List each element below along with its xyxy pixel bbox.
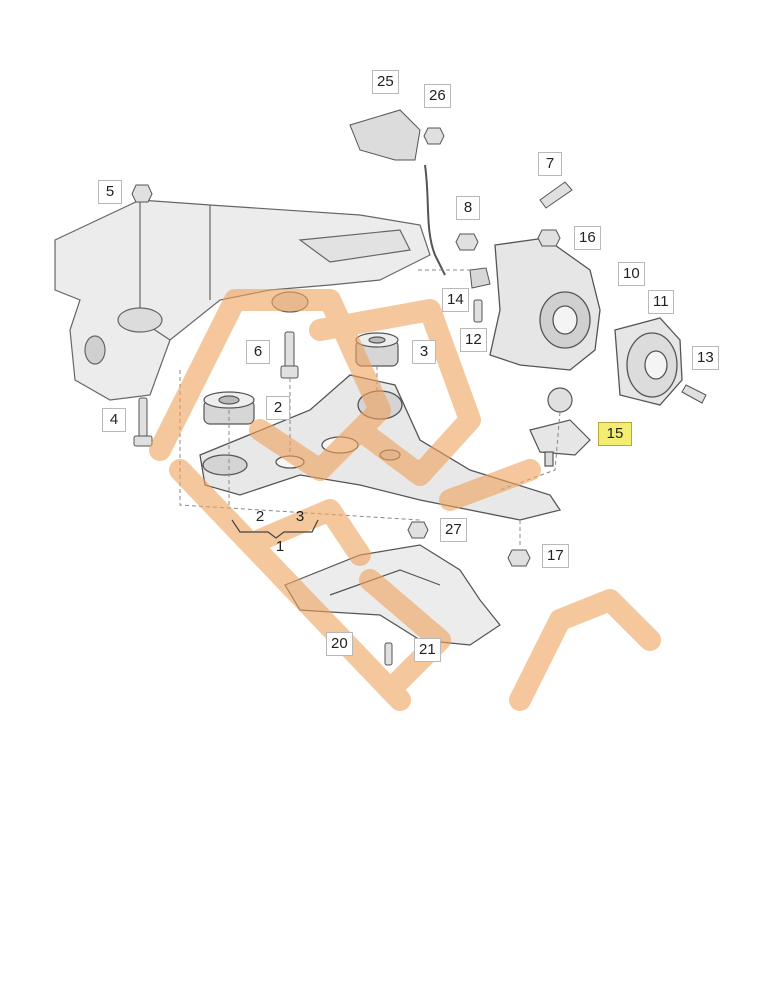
callout-4: 4 <box>102 408 126 432</box>
bushing-part-2 <box>203 391 255 425</box>
callout-12: 12 <box>460 328 487 352</box>
steering-knuckle-part-10 <box>489 237 601 371</box>
nut-part-16 <box>537 229 561 247</box>
watermark-logo <box>149 289 661 711</box>
callout-2: 2 <box>266 396 290 420</box>
wheel-hub-part-11 <box>614 317 683 406</box>
callout-7: 7 <box>538 152 562 176</box>
bushing-part-3 <box>355 332 399 367</box>
callout-16: 16 <box>574 226 601 250</box>
callout-5: 5 <box>98 180 122 204</box>
bolt-part-12 <box>473 299 483 323</box>
callout-14: 14 <box>442 288 469 312</box>
bolt-part-4 <box>133 397 153 447</box>
group-bracket <box>231 519 319 539</box>
nut-part-8 <box>455 233 479 251</box>
callout-3-group: 3 <box>295 508 305 525</box>
callout-3: 3 <box>412 340 436 364</box>
callout-26: 26 <box>424 84 451 108</box>
bolt-part-6 <box>280 331 299 379</box>
callout-6: 6 <box>246 340 270 364</box>
callout-15-highlighted: 15 <box>598 422 632 446</box>
callout-20: 20 <box>326 632 353 656</box>
callout-11: 11 <box>648 290 674 314</box>
callout-2-group: 2 <box>255 508 265 525</box>
nut-part-5 <box>131 184 153 203</box>
bolt-part-7 <box>539 181 573 209</box>
callout-8: 8 <box>456 196 480 220</box>
callout-25: 25 <box>372 70 399 94</box>
sensor-part-25 <box>349 109 446 276</box>
callout-10: 10 <box>618 262 645 286</box>
callout-1-group: 1 <box>275 538 285 555</box>
bolt-part-21 <box>384 642 393 666</box>
nut-part-27 <box>407 521 429 539</box>
callout-27: 27 <box>440 518 467 542</box>
grommet-part-14 <box>469 267 491 289</box>
callout-17: 17 <box>542 544 569 568</box>
bolt-part-13 <box>681 384 707 404</box>
ball-joint-part-15 <box>529 387 591 467</box>
callout-13: 13 <box>692 346 719 370</box>
nut-part-26 <box>423 127 445 145</box>
nut-part-17 <box>507 549 531 567</box>
subframe-part <box>54 199 431 401</box>
callout-21: 21 <box>414 638 441 662</box>
